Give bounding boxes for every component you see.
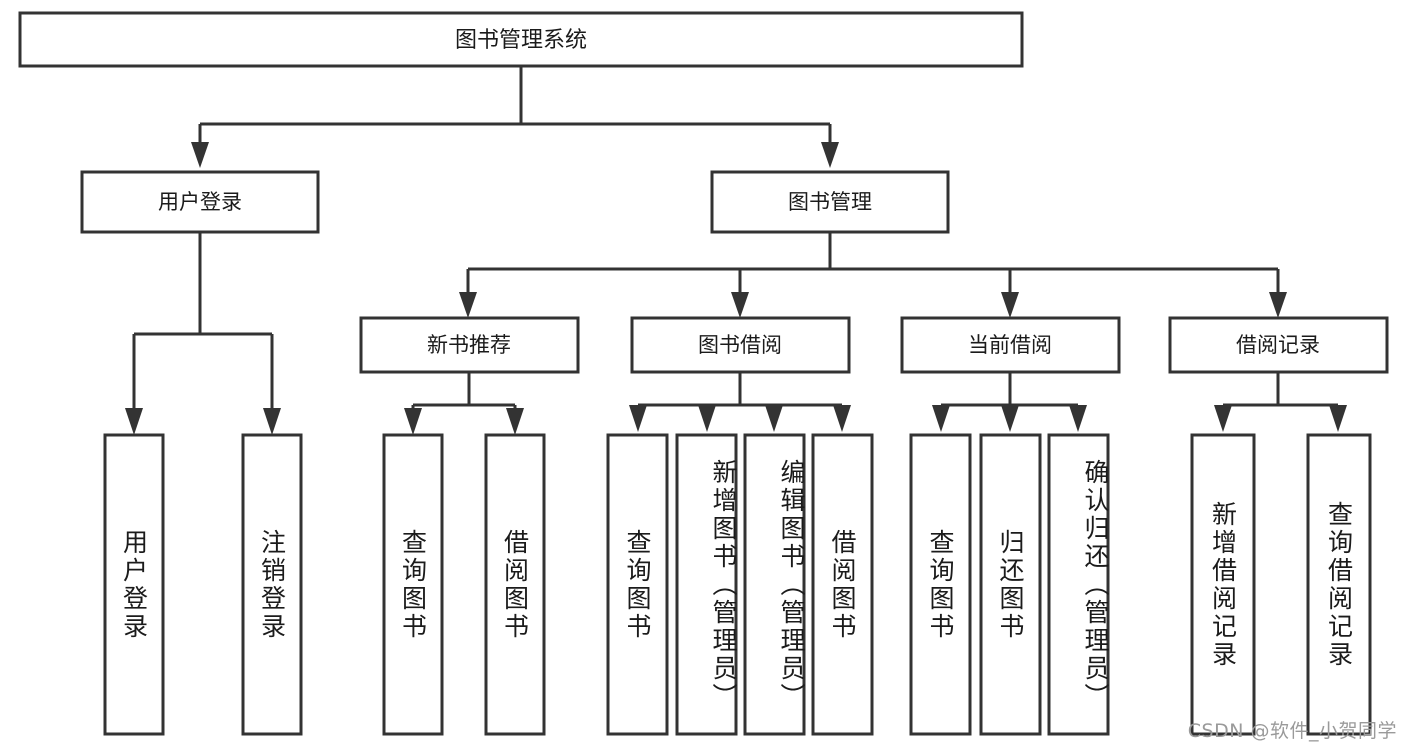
arrow-head-cb-leaf-1 bbox=[1001, 405, 1019, 432]
connector-current-borrow-to-leaves bbox=[932, 372, 1087, 432]
leaf-box-user-login-1[interactable] bbox=[241, 433, 303, 736]
arrow-head-bb-leaf-0 bbox=[629, 405, 647, 432]
arrow-head-level2-2 bbox=[1001, 292, 1019, 318]
connector-user-login-to-leaves bbox=[125, 232, 281, 435]
node-book-manage-box[interactable] bbox=[710, 170, 950, 234]
node-book-borrow[interactable]: 图书借阅 bbox=[630, 316, 851, 374]
arrow-head-nbr-leaf-1 bbox=[506, 408, 524, 435]
connector-book-manage-to-level2 bbox=[459, 232, 1287, 318]
node-book-manage-label: 图书管理 bbox=[788, 190, 872, 214]
leaf-box-br-0[interactable] bbox=[1190, 433, 1256, 736]
csdn-watermark: CSDN @软件_小贺同学 bbox=[1187, 720, 1397, 742]
node-borrow-record-box[interactable] bbox=[1168, 316, 1389, 374]
leaf-box-nbr-1[interactable] bbox=[484, 433, 546, 736]
node-root-label: 图书管理系统 bbox=[455, 28, 587, 53]
node-borrow-record-label: 借阅记录 bbox=[1236, 333, 1320, 357]
arrow-head-cb-leaf-0 bbox=[932, 405, 950, 432]
leaf-box-bb-1[interactable] bbox=[675, 433, 738, 736]
node-new-book-recommend-label: 新书推荐 bbox=[427, 333, 511, 357]
leaf-box-nbr-0[interactable] bbox=[382, 433, 444, 736]
leaf-box-bb-2[interactable] bbox=[743, 433, 806, 736]
node-current-borrow[interactable]: 当前借阅 bbox=[900, 316, 1121, 374]
arrow-head-bb-leaf-3 bbox=[833, 405, 851, 432]
arrow-head-user-login bbox=[191, 142, 209, 168]
node-current-borrow-box[interactable] bbox=[900, 316, 1121, 374]
leaf-box-cb-1[interactable] bbox=[979, 433, 1042, 736]
arrow-head-bb-leaf-2 bbox=[765, 405, 783, 432]
arrow-head-level2-3 bbox=[1269, 292, 1287, 318]
connector-book-borrow-to-leaves bbox=[629, 372, 851, 432]
node-user-login[interactable]: 用户登录 bbox=[80, 170, 320, 234]
node-root[interactable]: 图书管理系统 bbox=[18, 11, 1024, 68]
node-root-box[interactable] bbox=[18, 11, 1024, 68]
arrow-head-br-leaf-0 bbox=[1214, 405, 1232, 432]
node-borrow-record[interactable]: 借阅记录 bbox=[1168, 316, 1389, 374]
arrow-head-user-login-leaf-0 bbox=[125, 408, 143, 435]
node-current-borrow-label: 当前借阅 bbox=[968, 333, 1052, 357]
leaf-box-bb-0[interactable] bbox=[606, 433, 669, 736]
leaf-box-cb-2[interactable] bbox=[1047, 433, 1110, 736]
arrow-head-nbr-leaf-0 bbox=[404, 408, 422, 435]
leaf-box-cb-0[interactable] bbox=[909, 433, 972, 736]
arrow-head-cb-leaf-2 bbox=[1069, 405, 1087, 432]
arrow-head-level2-1 bbox=[731, 292, 749, 318]
node-new-book-recommend[interactable]: 新书推荐 bbox=[359, 316, 580, 374]
leaf-box-bb-3[interactable] bbox=[811, 433, 874, 736]
node-book-manage[interactable]: 图书管理 bbox=[710, 170, 950, 234]
node-book-borrow-label: 图书借阅 bbox=[698, 333, 782, 357]
connector-root-to-level1 bbox=[191, 66, 839, 168]
arrow-head-bb-leaf-1 bbox=[698, 405, 716, 432]
arrow-head-user-login-leaf-1 bbox=[263, 408, 281, 435]
arrow-head-level2-0 bbox=[459, 292, 477, 318]
arrow-head-book-manage bbox=[821, 142, 839, 168]
arrow-head-br-leaf-1 bbox=[1329, 405, 1347, 432]
leaf-box-br-1[interactable] bbox=[1306, 433, 1372, 736]
connector-new-book-recommend-to-leaves bbox=[404, 372, 524, 435]
leaf-box-user-login-0[interactable] bbox=[103, 433, 165, 736]
node-new-book-recommend-box[interactable] bbox=[359, 316, 580, 374]
connector-borrow-record-to-leaves bbox=[1214, 372, 1347, 432]
node-book-borrow-box[interactable] bbox=[630, 316, 851, 374]
node-user-login-label: 用户登录 bbox=[158, 190, 242, 214]
